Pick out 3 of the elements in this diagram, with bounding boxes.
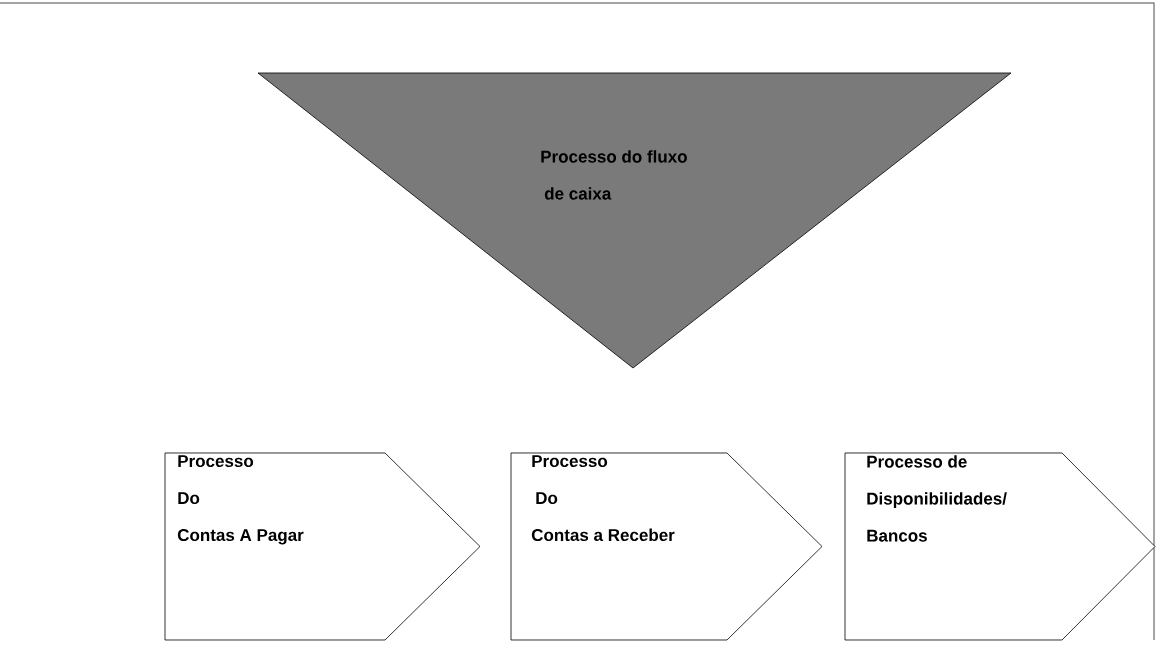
chevron-box: Processo Do Contas a Receber (510, 452, 823, 641)
chevron-box: Processo Do Contas A Pagar (164, 452, 481, 641)
chevron-box: Processo de Disponibilidades/ Bancos (844, 452, 1156, 641)
